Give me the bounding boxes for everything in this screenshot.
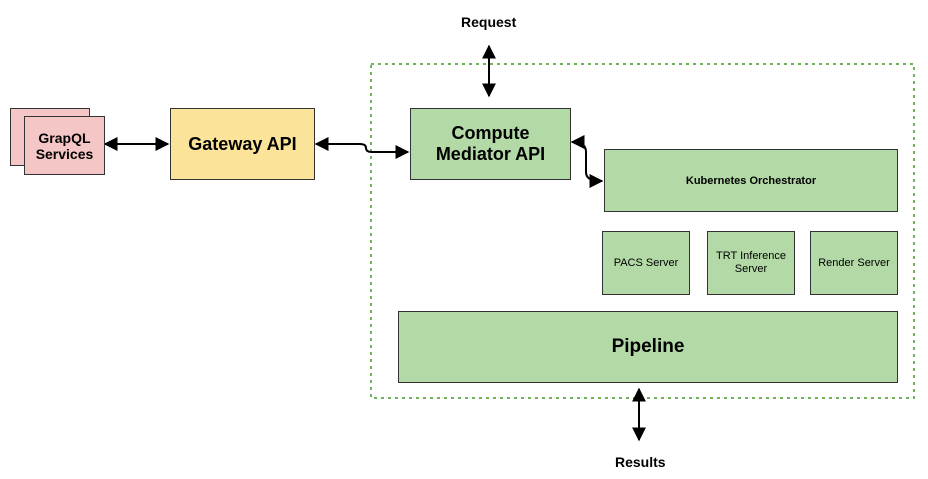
gateway-api-box: Gateway API xyxy=(170,108,315,180)
mediator-kubernetes-arrow xyxy=(570,135,604,188)
compute-mediator-api-box: Compute Mediator API xyxy=(410,108,571,180)
results-label: Results xyxy=(615,454,666,470)
kubernetes-orchestrator-box: Kubernetes Orchestrator xyxy=(604,149,898,212)
gateway-mediator-arrow xyxy=(314,137,410,159)
render-server-label: Render Server xyxy=(818,257,890,269)
graphql-services-box: GrapQL Services xyxy=(24,116,105,175)
graphql-services-label: GrapQL Services xyxy=(35,129,94,162)
trt-inference-server-label: TRT Inference Server xyxy=(716,250,786,275)
gateway-api-label: Gateway API xyxy=(188,133,297,154)
pacs-server-box: PACS Server xyxy=(602,231,690,295)
pipeline-label: Pipeline xyxy=(611,336,685,357)
pipeline-box: Pipeline xyxy=(398,311,898,383)
kubernetes-orchestrator-label: Kubernetes Orchestrator xyxy=(685,174,817,187)
request-label: Request xyxy=(461,14,517,30)
pacs-server-label: PACS Server xyxy=(613,257,679,269)
render-server-box: Render Server xyxy=(810,231,898,295)
compute-mediator-api-label: Compute Mediator API xyxy=(435,123,546,164)
trt-inference-server-box: TRT Inference Server xyxy=(707,231,795,295)
